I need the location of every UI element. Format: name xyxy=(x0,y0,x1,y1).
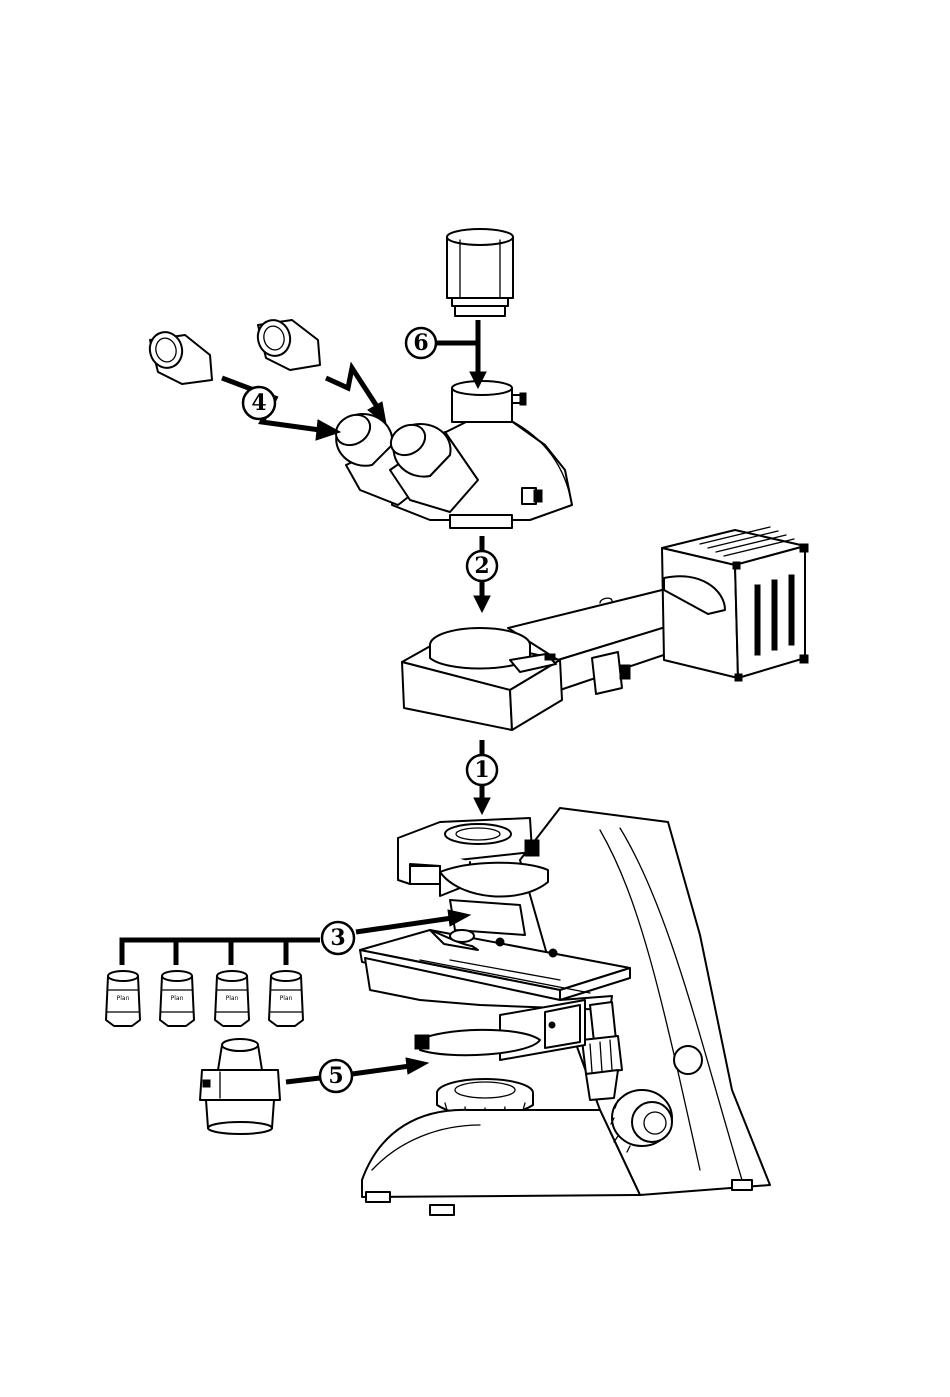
objective-4: Plan xyxy=(269,971,303,1026)
callout-number: 1 xyxy=(474,757,489,783)
callout-6: 6 xyxy=(406,328,436,358)
camera-adapter xyxy=(447,229,513,316)
arrow-5 xyxy=(406,1058,428,1074)
callout-number: 2 xyxy=(474,553,489,579)
objective-engraving: Plan xyxy=(117,995,130,1002)
objective-1: Plan xyxy=(106,971,140,1026)
callout-5: 5 xyxy=(320,1060,352,1092)
callout-2: 2 xyxy=(467,551,497,581)
callout-1: 1 xyxy=(467,755,497,785)
lamphouse xyxy=(662,527,808,681)
callout-3: 3 xyxy=(322,922,354,954)
callout-4: 4 xyxy=(243,387,275,419)
eyepiece-right xyxy=(254,316,320,370)
callout-number: 5 xyxy=(328,1063,343,1089)
eyepiece-left xyxy=(146,328,212,384)
condenser xyxy=(200,1039,280,1134)
trinocular-head xyxy=(330,381,572,528)
callout-number: 6 xyxy=(413,330,428,356)
callout-number: 4 xyxy=(251,390,266,416)
callout-number: 3 xyxy=(330,925,345,951)
objective-3: Plan xyxy=(215,971,249,1026)
arrow-1 xyxy=(474,798,490,814)
objective-engraving: Plan xyxy=(280,995,293,1002)
objective-engraving: Plan xyxy=(226,995,239,1002)
objective-engraving: Plan xyxy=(171,995,184,1002)
arrow-2 xyxy=(474,596,490,612)
objective-2: Plan xyxy=(160,971,194,1026)
microscope-stand xyxy=(360,808,770,1215)
